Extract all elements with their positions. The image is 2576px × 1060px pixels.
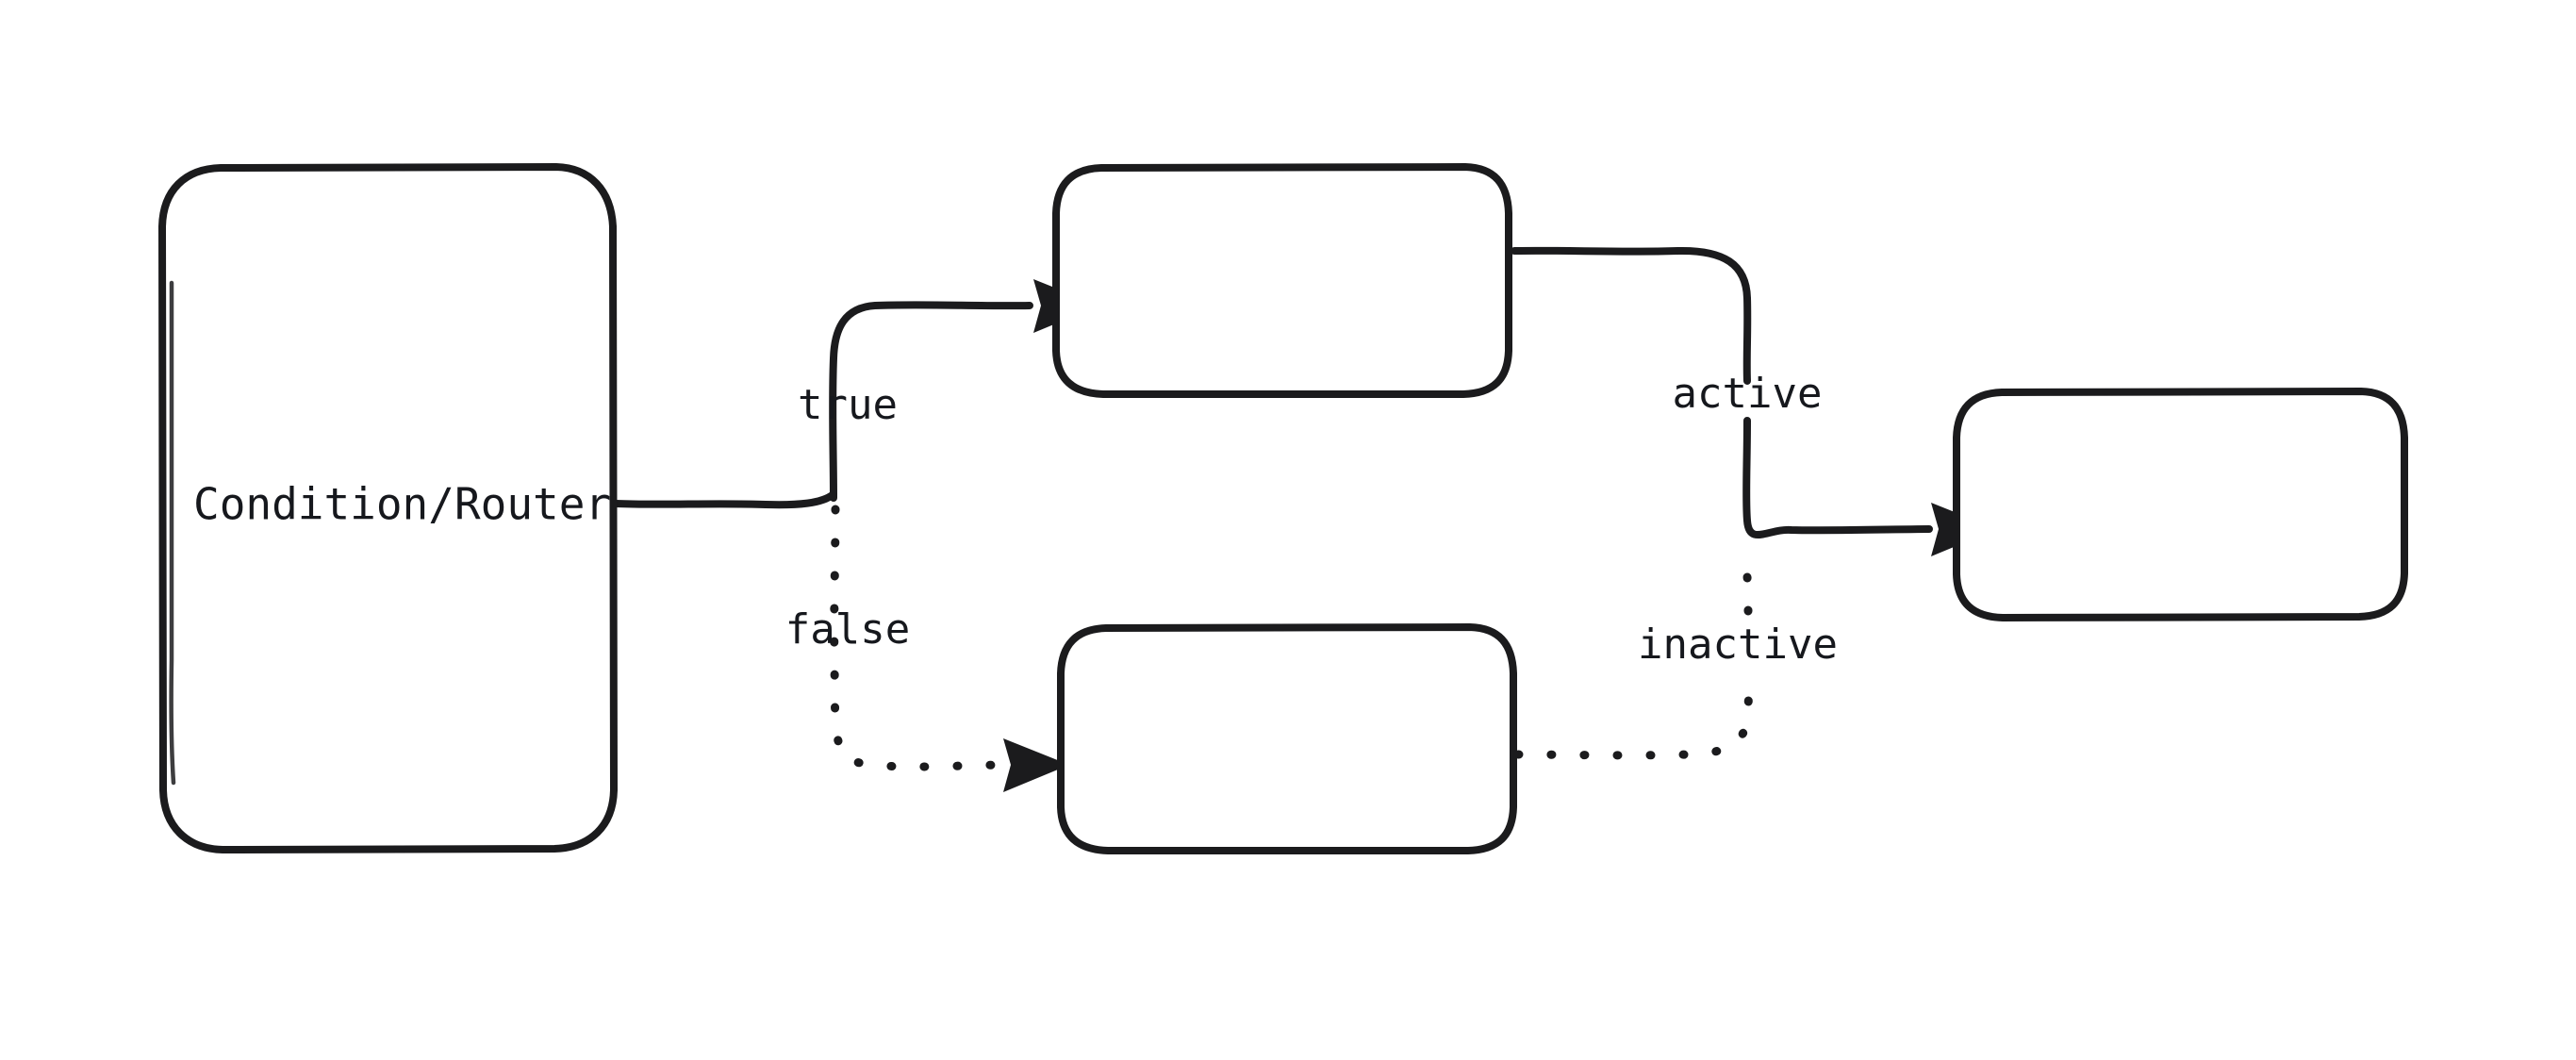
edge-inactive-path-lower — [1513, 667, 1753, 760]
edge-false-arrowhead — [1003, 738, 1069, 792]
node-merge-shape — [1953, 388, 2408, 621]
edge-active-path-upper — [1511, 246, 1752, 385]
node-true-branch[interactable] — [1052, 163, 1512, 398]
node-condition-router-sketch-stroke — [169, 280, 176, 786]
edge-label-false: false — [785, 605, 910, 654]
edge-label-inactive: inactive — [1638, 621, 1838, 669]
edge-trunk — [612, 490, 837, 509]
node-condition-router[interactable]: Condition/Router — [158, 163, 618, 853]
node-label-condition-router: Condition/Router — [193, 479, 611, 530]
edge-active-path-lower — [1742, 417, 1933, 539]
node-true-branch-shape — [1052, 163, 1512, 398]
edge-label-active: active — [1673, 370, 1823, 418]
edge-false-path — [830, 505, 1006, 771]
edge-false[interactable]: false — [785, 505, 1069, 792]
edge-label-true: true — [798, 381, 898, 429]
node-false-branch[interactable] — [1057, 623, 1517, 854]
edge-trunk-path — [612, 490, 837, 509]
node-condition-router-shape — [158, 163, 618, 853]
edge-true-path — [829, 301, 1033, 502]
edge-inactive[interactable]: inactive — [1513, 542, 1838, 760]
node-false-branch-shape — [1057, 623, 1517, 854]
edge-inactive-path-upper — [1742, 542, 1753, 616]
edge-active[interactable]: active — [1511, 246, 1997, 556]
node-merge[interactable] — [1953, 388, 2408, 621]
